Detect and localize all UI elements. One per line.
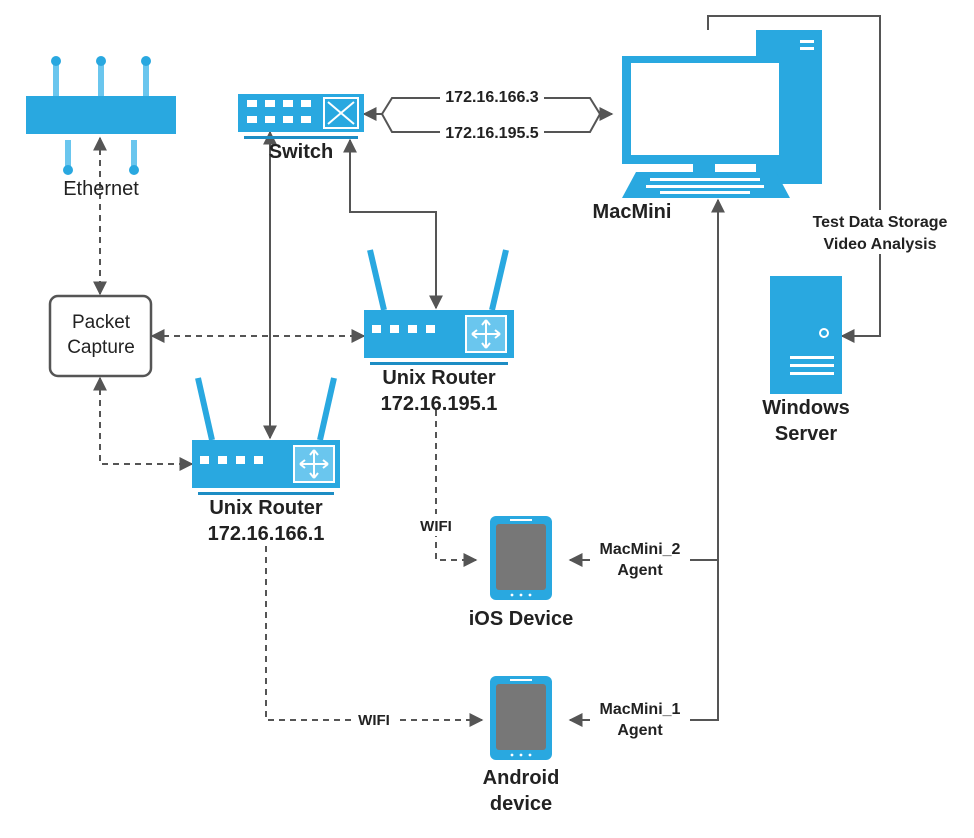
edge-router2-android-wifi xyxy=(265,546,484,727)
android-label-line1: Android xyxy=(483,767,560,789)
router-icon xyxy=(192,377,340,495)
desktop-computer-icon xyxy=(622,30,822,198)
router2-label-line2: 172.16.166.1 xyxy=(208,523,325,545)
packet-capture-box xyxy=(48,294,153,378)
packet-capture-label-line2: Capture xyxy=(67,337,135,358)
phone-icon xyxy=(490,676,552,760)
router1-label-line2: 172.16.195.1 xyxy=(381,393,498,415)
windows-label-line2: Server xyxy=(775,423,837,445)
wifi-label-ios: WIFI xyxy=(420,518,452,535)
macmini-label: MacMini xyxy=(593,201,672,223)
router1-label-line1: Unix Router xyxy=(382,367,496,389)
storage-label-line2: Video Analysis xyxy=(824,236,937,253)
edge-switch-router1 xyxy=(343,138,443,310)
agent2-label-line1: MacMini_2 xyxy=(600,541,681,558)
agent1-label-line1: MacMini_1 xyxy=(600,701,681,718)
ethernet-hub-icon xyxy=(26,56,176,175)
router-icon xyxy=(364,249,514,365)
edge-packetcapture-router2 xyxy=(93,376,194,471)
switch-label: Switch xyxy=(269,141,333,163)
agent1-label-line2: Agent xyxy=(617,722,663,739)
windows-label-line1: Windows xyxy=(762,397,850,419)
android-label-line2: device xyxy=(490,793,552,815)
switch-icon xyxy=(238,94,364,139)
router2-label-line1: Unix Router xyxy=(209,497,323,519)
storage-label-line1: Test Data Storage xyxy=(813,214,948,231)
edge-macmini-android xyxy=(568,560,719,727)
agent2-label-line2: Agent xyxy=(617,562,663,579)
ios-label: iOS Device xyxy=(469,608,574,630)
edge-router1-ios-wifi xyxy=(435,410,478,567)
edge-macmini-ios xyxy=(568,198,725,567)
wifi-label-android: WIFI xyxy=(358,712,390,729)
ip-label-bottom: 172.16.195.5 xyxy=(445,125,539,142)
edge-macmini-windows xyxy=(707,15,881,343)
phone-icon xyxy=(490,516,552,600)
ip-label-top: 172.16.166.3 xyxy=(445,89,539,106)
packet-capture-label-line1: Packet xyxy=(72,312,131,333)
server-tower-icon xyxy=(770,276,842,394)
ethernet-label: Ethernet xyxy=(63,178,139,200)
